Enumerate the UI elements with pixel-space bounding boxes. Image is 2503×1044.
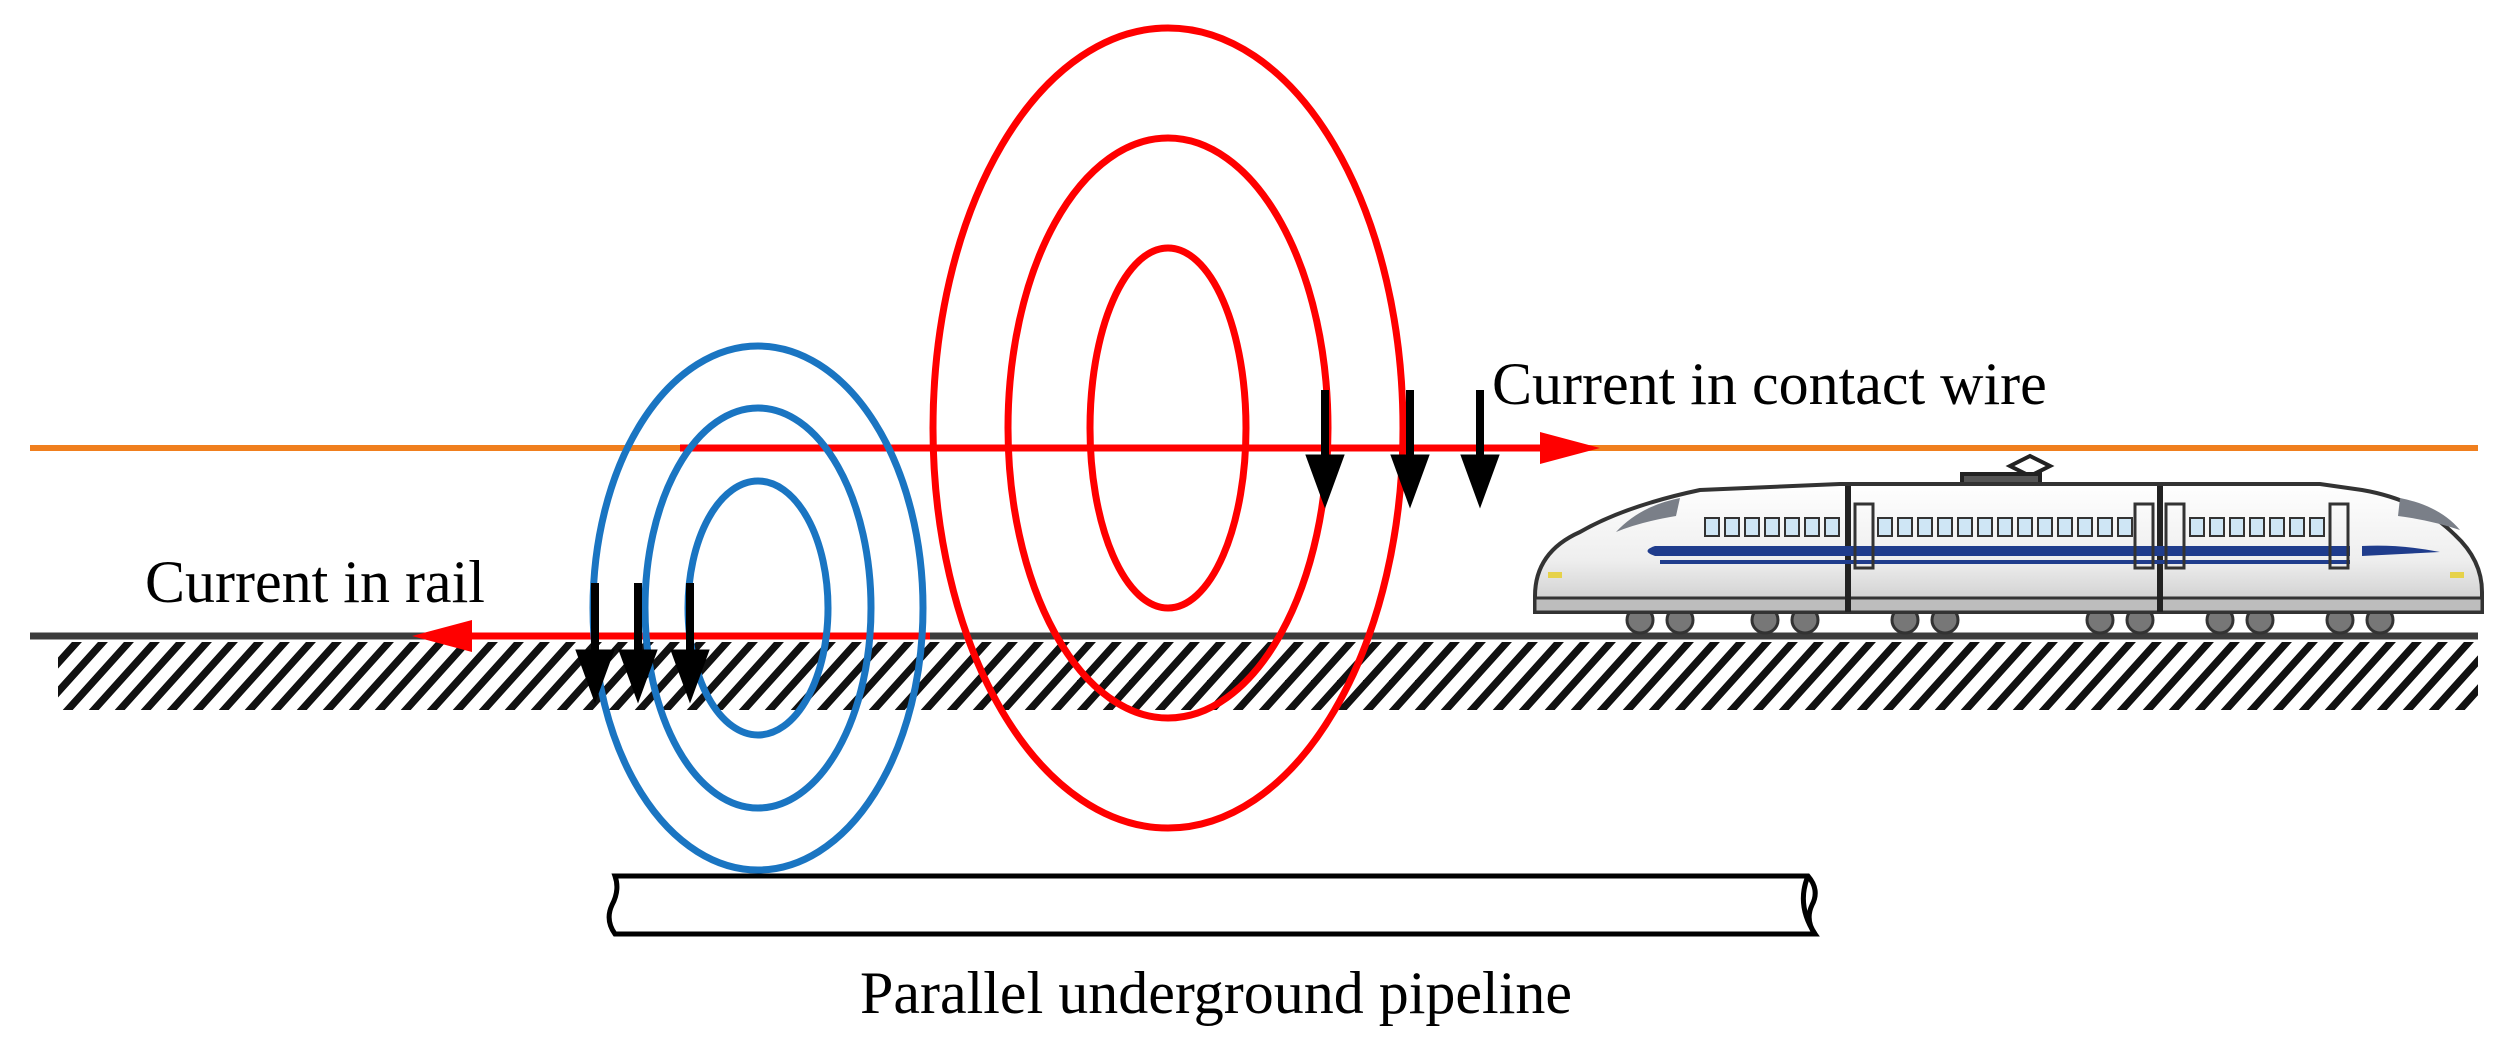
field-arrow-down-icon — [575, 583, 615, 704]
contact-field-direction-arrows — [1305, 390, 1500, 509]
field-arrow-down-icon — [670, 583, 710, 704]
rail-field-ring-middle — [641, 404, 875, 812]
rail-field-direction-arrows — [575, 583, 710, 704]
high-speed-train-icon — [1533, 453, 2484, 635]
contact-field-ring-inner — [1086, 244, 1250, 612]
field-arrow-down-icon — [618, 583, 658, 704]
contact-field-ring-outer — [929, 24, 1407, 832]
rail-current-arrow — [412, 620, 930, 652]
contact-field-ring-middle — [1004, 134, 1332, 722]
field-arrow-down-icon — [1390, 390, 1430, 509]
rail-field-rings — [589, 342, 927, 874]
contact-wire-current-label: Current in contact wire — [1492, 351, 2047, 417]
field-arrow-down-icon — [1305, 390, 1345, 509]
field-arrow-down-icon — [1460, 390, 1500, 509]
pipeline-label: Parallel underground pipeline — [860, 960, 1572, 1026]
rail-current-label: Current in rail — [145, 549, 485, 615]
underground-pipeline — [606, 873, 1820, 937]
